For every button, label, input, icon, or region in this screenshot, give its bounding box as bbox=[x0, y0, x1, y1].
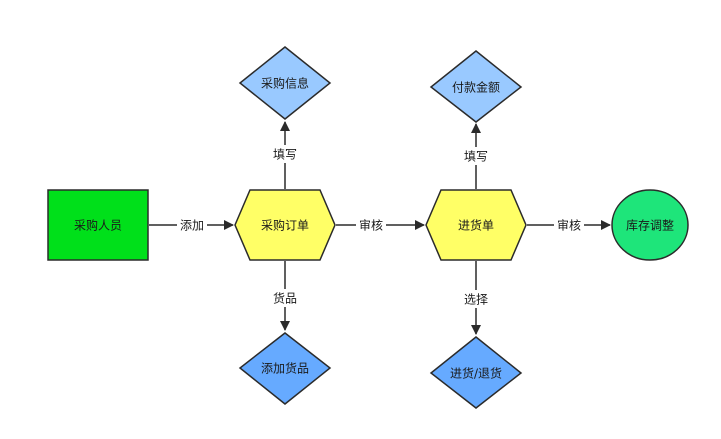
edge-label-add: 添加 bbox=[180, 219, 204, 233]
node-purchase-order[interactable]: 采购订单 bbox=[234, 189, 336, 261]
node-receipt-label: 进货单 bbox=[458, 218, 494, 233]
node-purchase-info-label: 采购信息 bbox=[261, 76, 309, 91]
node-receive-return-label: 进货/退货 bbox=[450, 366, 502, 381]
edge-label-review-1: 审核 bbox=[359, 218, 383, 233]
node-receive-return-shape bbox=[429, 336, 523, 409]
edge-label-select: 选择 bbox=[464, 293, 488, 307]
node-payment-amount-shape bbox=[429, 50, 523, 123]
node-add-goods[interactable]: 添加货品 bbox=[238, 332, 332, 405]
nodes: 采购人员 采购订单 采购信息 添加货品 进货单 付款金额 bbox=[47, 46, 689, 409]
node-inventory-adjust-shape bbox=[611, 189, 689, 261]
edge-label-goods: 货品 bbox=[273, 291, 297, 306]
node-receipt[interactable]: 进货单 bbox=[425, 189, 527, 261]
node-purchase-order-shape bbox=[234, 189, 336, 261]
node-add-goods-shape bbox=[238, 332, 332, 405]
node-inventory-adjust-label: 库存调整 bbox=[626, 218, 674, 233]
node-purchaser[interactable]: 采购人员 bbox=[47, 189, 149, 261]
node-purchaser-label: 采购人员 bbox=[74, 218, 122, 233]
edge-label-review-2: 审核 bbox=[557, 218, 581, 233]
node-purchase-info[interactable]: 采购信息 bbox=[238, 46, 332, 120]
edge-label-fill-in-1: 填写 bbox=[273, 148, 297, 162]
node-payment-amount-label: 付款金额 bbox=[452, 80, 500, 95]
edges: 添加 填写 货品 审核 填写 选择 审核 bbox=[149, 121, 611, 335]
node-purchaser-shape bbox=[47, 189, 149, 261]
node-add-goods-label: 添加货品 bbox=[261, 361, 309, 376]
node-purchase-order-label: 采购订单 bbox=[261, 218, 309, 233]
node-inventory-adjust[interactable]: 库存调整 bbox=[611, 189, 689, 261]
node-receipt-shape bbox=[425, 189, 527, 261]
node-receive-return[interactable]: 进货/退货 bbox=[429, 336, 523, 409]
node-payment-amount[interactable]: 付款金额 bbox=[429, 50, 523, 123]
edge-label-fill-in-2: 填写 bbox=[464, 150, 488, 164]
node-purchase-info-shape bbox=[238, 46, 332, 120]
